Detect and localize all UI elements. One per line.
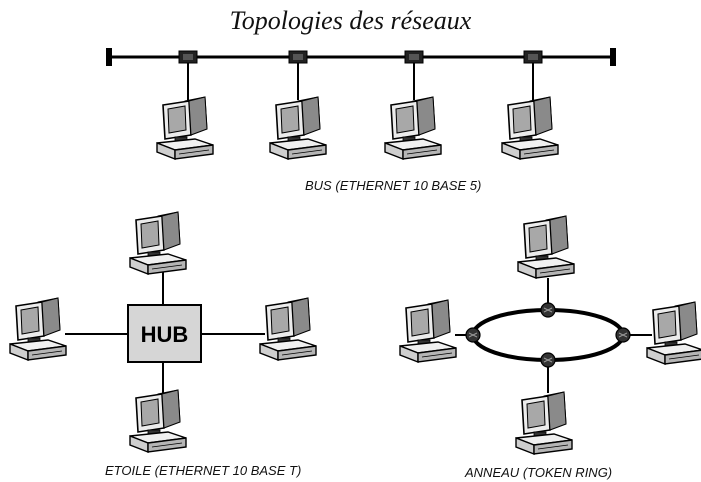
computer-icon (515, 391, 573, 455)
ring-caption-detail: (TOKEN RING) (522, 465, 613, 480)
connector-icon (288, 50, 308, 64)
ring-topology (399, 215, 701, 455)
computer-icon (129, 211, 187, 275)
connector-icon (615, 327, 631, 343)
star-caption-main: ETOILE (105, 463, 152, 478)
computer-icon (269, 96, 327, 160)
connector-icon (465, 327, 481, 343)
computer-icon (646, 301, 701, 365)
bus-caption-main: BUS (305, 178, 332, 193)
computer-icon (399, 299, 457, 363)
page-title: Topologies des réseaux (229, 6, 472, 35)
bus-node-3 (384, 50, 442, 160)
computer-icon (259, 297, 317, 361)
bus-node-2 (269, 50, 327, 160)
ring-caption: ANNEAU (TOKEN RING) (465, 465, 612, 480)
connector-icon (540, 302, 556, 318)
computer-icon (384, 96, 442, 160)
computer-icon (156, 96, 214, 160)
hub-label: HUB (141, 322, 189, 347)
computer-icon (517, 215, 575, 279)
computer-icon (129, 389, 187, 453)
ring-caption-main: ANNEAU (465, 465, 520, 480)
bus-caption-detail: (ETHERNET 10 BASE 5) (335, 178, 482, 193)
bus-terminator-left (106, 48, 112, 66)
bus-node-4 (501, 50, 559, 160)
bus-topology (106, 48, 616, 160)
computer-icon (9, 297, 67, 361)
connector-icon (178, 50, 198, 64)
bus-terminator-right (610, 48, 616, 66)
star-topology: HUB (9, 211, 317, 453)
bus-node-1 (156, 50, 214, 160)
computer-icon (501, 96, 559, 160)
hub-box: HUB (127, 304, 202, 363)
bus-caption: BUS (ETHERNET 10 BASE 5) (305, 178, 481, 193)
star-caption: ETOILE (ETHERNET 10 BASE T) (105, 463, 301, 478)
connector-icon (404, 50, 424, 64)
star-caption-detail: (ETHERNET 10 BASE T) (154, 463, 302, 478)
connector-icon (523, 50, 543, 64)
connector-icon (540, 352, 556, 368)
